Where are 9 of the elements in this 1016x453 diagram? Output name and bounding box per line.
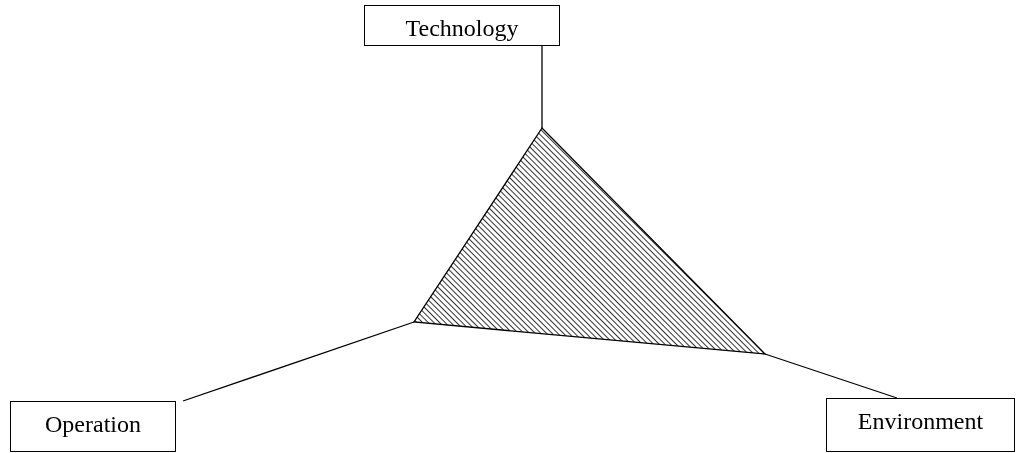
node-label: Technology bbox=[405, 16, 519, 40]
label-box bbox=[826, 398, 1015, 452]
label-box bbox=[10, 401, 176, 452]
node-label: Environment bbox=[857, 409, 984, 433]
node-label: Operation bbox=[45, 412, 141, 436]
label-box bbox=[364, 5, 560, 46]
connector-line bbox=[764, 353, 898, 399]
connector-line bbox=[541, 45, 543, 129]
connector-line bbox=[182, 321, 415, 402]
